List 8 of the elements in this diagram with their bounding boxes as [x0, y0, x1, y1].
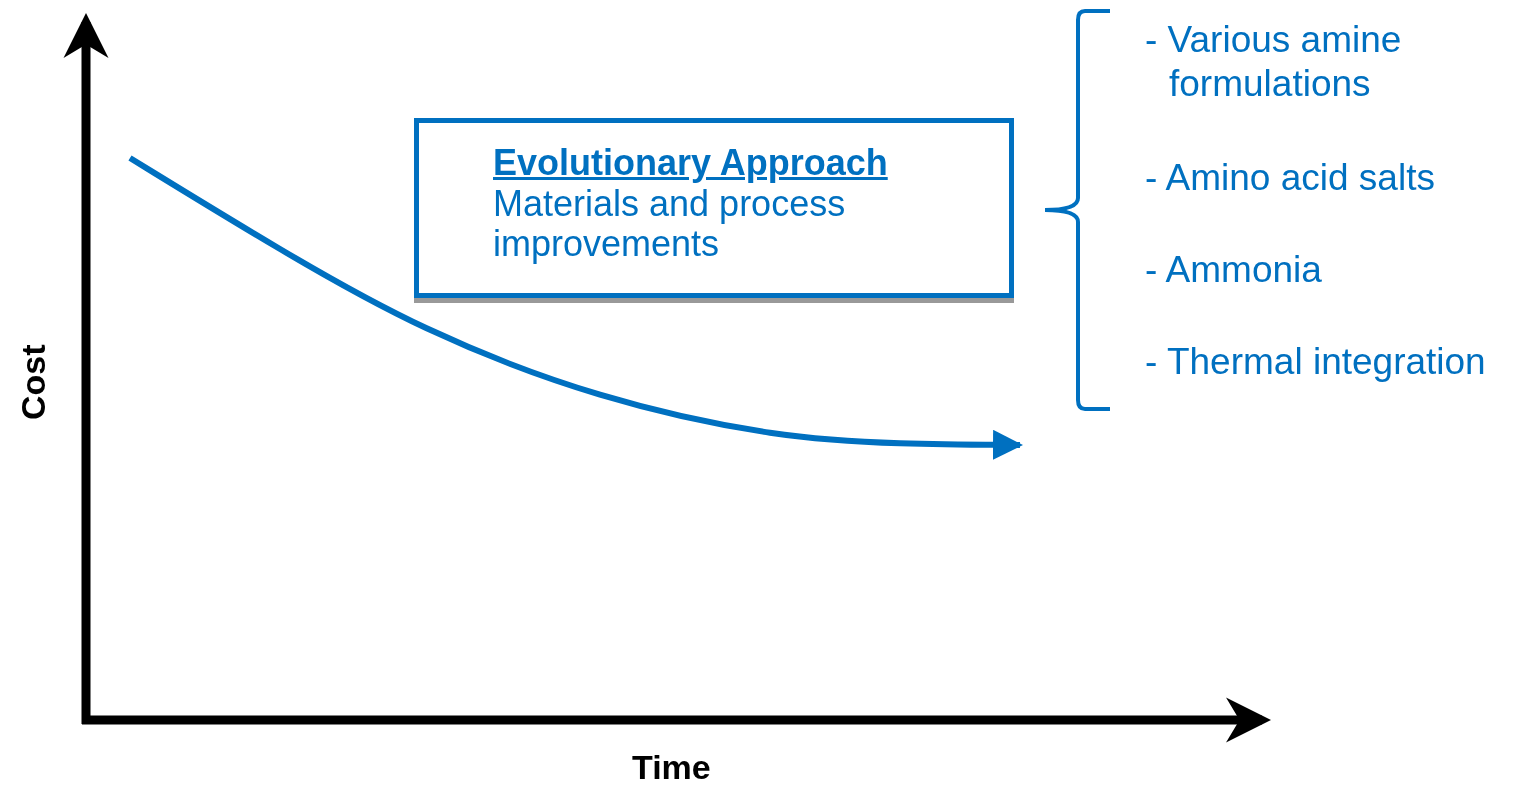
box-heading: Evolutionary Approach — [493, 143, 889, 183]
axis-title: Cost — [14, 344, 53, 420]
list-item: - Amino acid salts — [1145, 156, 1436, 200]
axis-title: Time — [632, 748, 711, 787]
list-item: - Ammonia — [1145, 248, 1323, 292]
box-text: Materials and process improvements — [493, 184, 847, 264]
list-item: - Thermal integration — [1145, 340, 1487, 384]
list-item: - Various amine formulations — [1145, 18, 1403, 106]
